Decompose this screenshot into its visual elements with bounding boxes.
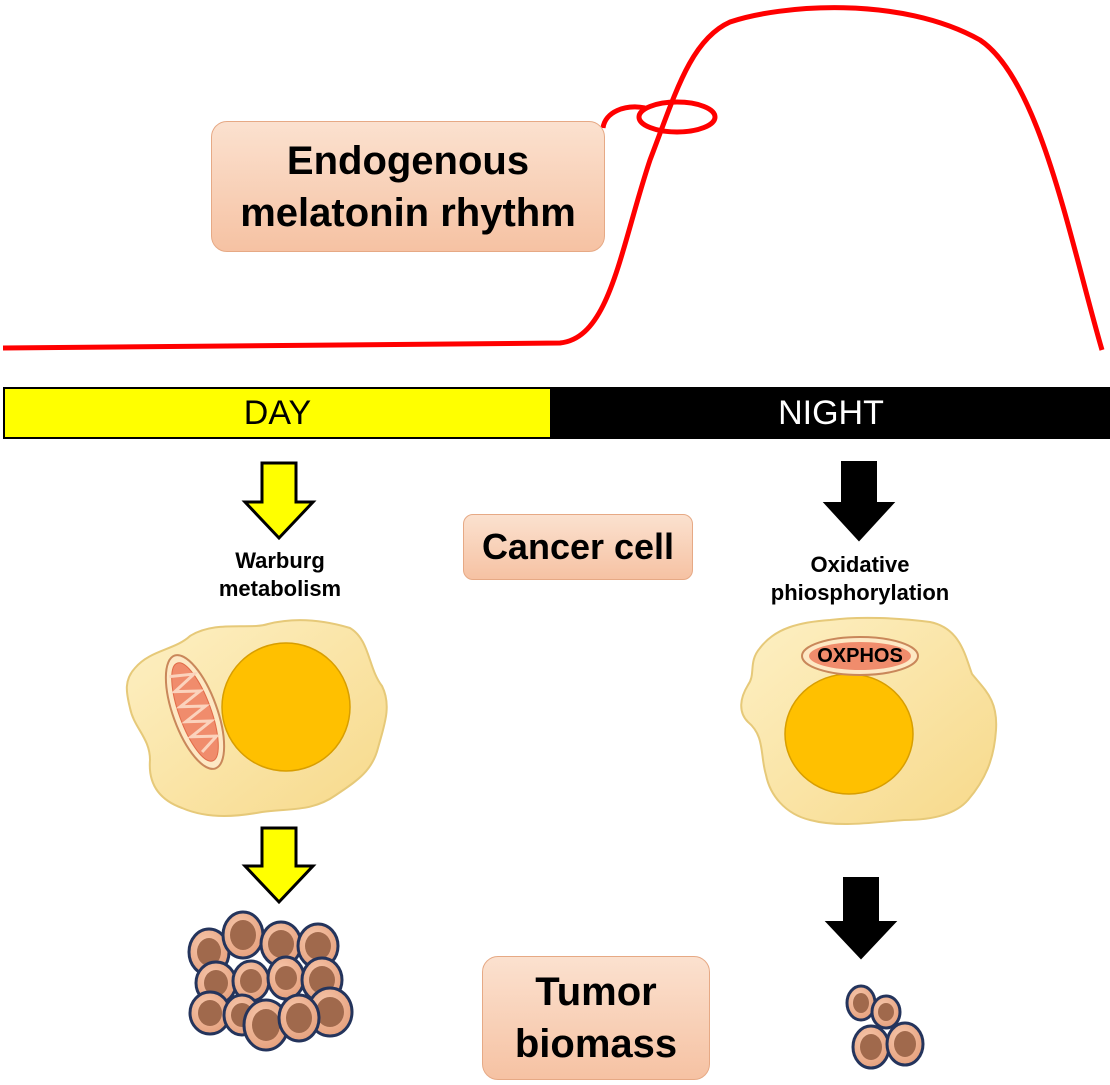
large-tumor-cluster	[187, 910, 354, 1052]
mitochondrion-icon	[164, 654, 226, 770]
night-lower-arrow-icon	[824, 877, 898, 960]
curve-loop	[636, 99, 718, 135]
day-lower-arrow-icon	[241, 826, 317, 905]
cancer-cell-label: Cancer cell	[463, 514, 693, 580]
tumor-biomass-label: Tumor biomass	[482, 956, 710, 1080]
night-label: NIGHT	[778, 393, 884, 432]
night-bar: NIGHT	[552, 387, 1110, 439]
oxphos-inner	[809, 642, 911, 670]
curve-label-connector	[600, 104, 646, 129]
oxidative-label: Oxidative phiosphorylation	[770, 552, 950, 605]
day-arrow-icon	[241, 461, 317, 541]
rhythm-label-line2: melatonin rhythm	[240, 190, 576, 235]
night-arrow-icon	[822, 461, 896, 542]
day-bar: DAY	[3, 387, 552, 439]
rhythm-label-line1: Endogenous	[286, 138, 530, 183]
small-tumor-cluster	[845, 984, 925, 1070]
day-nucleus	[221, 642, 351, 772]
warburg-label: Warburg metabolism	[218, 548, 342, 601]
oxphos-label: OXPHOS	[817, 645, 903, 667]
night-nucleus	[784, 673, 914, 795]
day-label: DAY	[243, 393, 312, 432]
rhythm-label: Endogenous melatonin rhythm	[211, 121, 605, 252]
melatonin-curve	[2, 5, 1105, 351]
